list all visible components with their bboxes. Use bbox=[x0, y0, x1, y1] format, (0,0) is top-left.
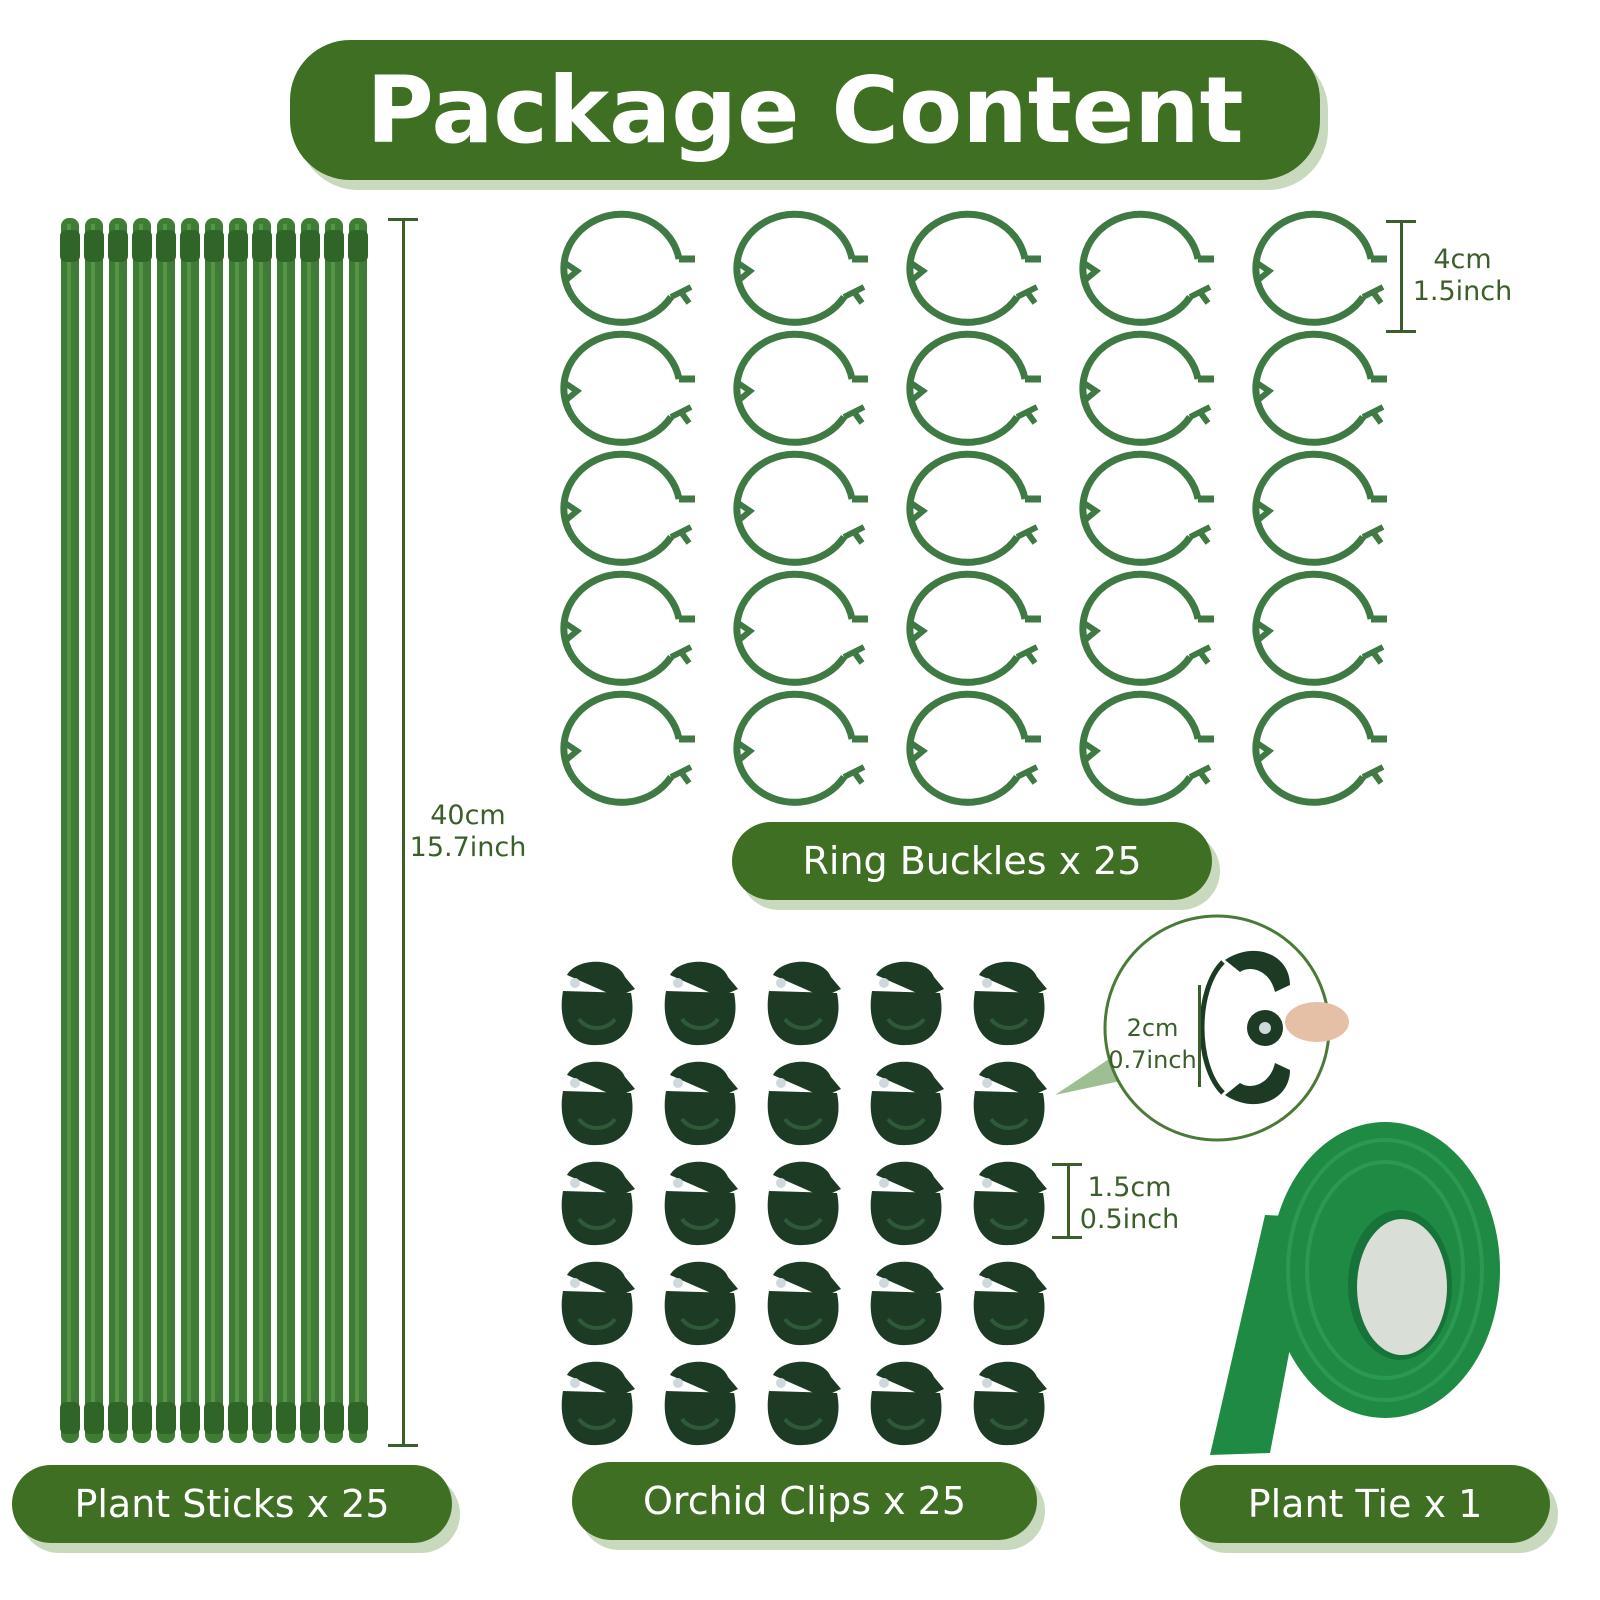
plant-stick-icon bbox=[180, 218, 200, 1443]
clip-dimension-cap-top bbox=[1052, 1163, 1082, 1166]
ring-dimension-imperial: 1.5inch bbox=[1412, 276, 1513, 307]
clip-detail-imperial: 0.7inch bbox=[1108, 1046, 1197, 1074]
ring-buckle-icon bbox=[1252, 210, 1387, 326]
sticks-dimension-label: 40cm 15.7inch bbox=[398, 800, 538, 864]
ring-buckle-icon bbox=[733, 690, 868, 806]
ring-buckle-icon bbox=[906, 570, 1041, 686]
clip-detail-metric: 2cm bbox=[1126, 1014, 1179, 1042]
clip-detail-callout bbox=[1055, 914, 1349, 1142]
orchid-clip-icon bbox=[870, 961, 944, 1046]
ring-buckle-icon bbox=[560, 570, 695, 686]
ring-buckle-icon bbox=[1079, 570, 1214, 686]
ring-buckle-icon bbox=[1252, 330, 1387, 446]
plant-stick-icon bbox=[348, 218, 368, 1443]
page-title: Package Content bbox=[290, 40, 1320, 180]
plant-stick-icon bbox=[252, 218, 272, 1443]
plant-stick-icon bbox=[132, 218, 152, 1443]
orchid-clip-icon bbox=[973, 1161, 1047, 1246]
ring-buckle-icon bbox=[733, 330, 868, 446]
orchid-clip-icon bbox=[973, 1061, 1047, 1146]
plant-sticks-bundle bbox=[60, 218, 368, 1443]
ring-buckle-icon bbox=[1079, 210, 1214, 326]
plant-stick-icon bbox=[156, 218, 176, 1443]
orchid-clip-icon bbox=[870, 1361, 944, 1446]
orchid-clips-grid bbox=[561, 961, 1047, 1446]
ring-buckle-icon bbox=[1252, 450, 1387, 566]
orchid-clip-icon bbox=[870, 1061, 944, 1146]
orchid-clip-icon bbox=[870, 1261, 944, 1346]
plant-stick-icon bbox=[204, 218, 224, 1443]
orchid-clip-icon bbox=[561, 1061, 635, 1146]
ring-buckle-icon bbox=[1079, 330, 1214, 446]
ring-buckle-icon bbox=[1079, 450, 1214, 566]
ring-buckle-icon bbox=[1252, 690, 1387, 806]
ring-dimension-label: 4cm 1.5inch bbox=[1405, 244, 1520, 308]
orchid-clip-icon bbox=[561, 1361, 635, 1446]
orchid-clip-icon bbox=[973, 1261, 1047, 1346]
ring-buckle-icon bbox=[733, 570, 868, 686]
plant-sticks-label: Plant Sticks x 25 bbox=[12, 1465, 452, 1543]
ring-buckles-grid bbox=[560, 210, 1387, 806]
ring-dimension-cap-top bbox=[1386, 220, 1416, 223]
ring-dimension-line bbox=[1400, 220, 1403, 332]
ring-buckle-icon bbox=[1252, 570, 1387, 686]
orchid-clip-icon bbox=[973, 1361, 1047, 1446]
ring-buckles-label: Ring Buckles x 25 bbox=[732, 822, 1212, 900]
orchid-clip-icon bbox=[664, 961, 738, 1046]
orchid-clip-icon bbox=[561, 1261, 635, 1346]
sticks-dimension-imperial: 15.7inch bbox=[409, 832, 527, 863]
clip-dimension-line bbox=[1067, 1163, 1070, 1239]
plant-stick-icon bbox=[108, 218, 128, 1443]
clip-dimension-cap-bottom bbox=[1052, 1236, 1082, 1239]
orchid-clip-icon bbox=[767, 1061, 841, 1146]
clip-dimension-metric: 1.5cm bbox=[1087, 1172, 1172, 1203]
plant-tie-label: Plant Tie x 1 bbox=[1180, 1465, 1550, 1543]
orchid-clip-icon bbox=[767, 961, 841, 1046]
plant-stick-icon bbox=[60, 218, 80, 1443]
clip-detail-dimension-line bbox=[1198, 985, 1201, 1087]
sticks-dimension-line bbox=[402, 218, 405, 1446]
ring-buckle-icon bbox=[1079, 690, 1214, 806]
orchid-clip-icon bbox=[561, 961, 635, 1046]
ring-buckle-icon bbox=[906, 330, 1041, 446]
plant-tie-roll-icon bbox=[1210, 1122, 1500, 1455]
orchid-clip-icon bbox=[870, 1161, 944, 1246]
ring-buckle-icon bbox=[906, 450, 1041, 566]
orchid-clip-icon bbox=[767, 1261, 841, 1346]
orchid-clip-icon bbox=[664, 1061, 738, 1146]
orchid-clip-icon bbox=[664, 1161, 738, 1246]
plant-stick-icon bbox=[276, 218, 296, 1443]
clip-dimension-label: 1.5cm 0.5inch bbox=[1072, 1172, 1187, 1236]
plant-stick-icon bbox=[84, 218, 104, 1443]
ring-dimension-cap-bottom bbox=[1386, 330, 1416, 333]
sticks-dimension-metric: 40cm bbox=[430, 800, 506, 831]
ring-buckle-icon bbox=[906, 690, 1041, 806]
clip-dimension-imperial: 0.5inch bbox=[1079, 1204, 1180, 1235]
ring-buckle-icon bbox=[560, 330, 695, 446]
ring-buckle-icon bbox=[560, 210, 695, 326]
ring-buckle-icon bbox=[733, 450, 868, 566]
orchid-clip-icon bbox=[664, 1361, 738, 1446]
plant-stick-icon bbox=[300, 218, 320, 1443]
ring-buckle-icon bbox=[560, 690, 695, 806]
orchid-clips-label: Orchid Clips x 25 bbox=[572, 1462, 1037, 1540]
plant-stick-icon bbox=[228, 218, 248, 1443]
sticks-dimension-cap-top bbox=[388, 218, 418, 221]
plant-stick-icon bbox=[324, 218, 344, 1443]
ring-dimension-metric: 4cm bbox=[1433, 244, 1492, 275]
orchid-clip-icon bbox=[973, 961, 1047, 1046]
clip-detail-dimension-label: 2cm 0.7inch bbox=[1100, 1012, 1205, 1076]
sticks-dimension-cap-bottom bbox=[388, 1444, 418, 1447]
ring-buckle-icon bbox=[560, 450, 695, 566]
orchid-clip-icon bbox=[561, 1161, 635, 1246]
orchid-clip-icon bbox=[664, 1261, 738, 1346]
ring-buckle-icon bbox=[906, 210, 1041, 326]
orchid-clip-icon bbox=[767, 1361, 841, 1446]
orchid-clip-icon bbox=[767, 1161, 841, 1246]
ring-buckle-icon bbox=[733, 210, 868, 326]
